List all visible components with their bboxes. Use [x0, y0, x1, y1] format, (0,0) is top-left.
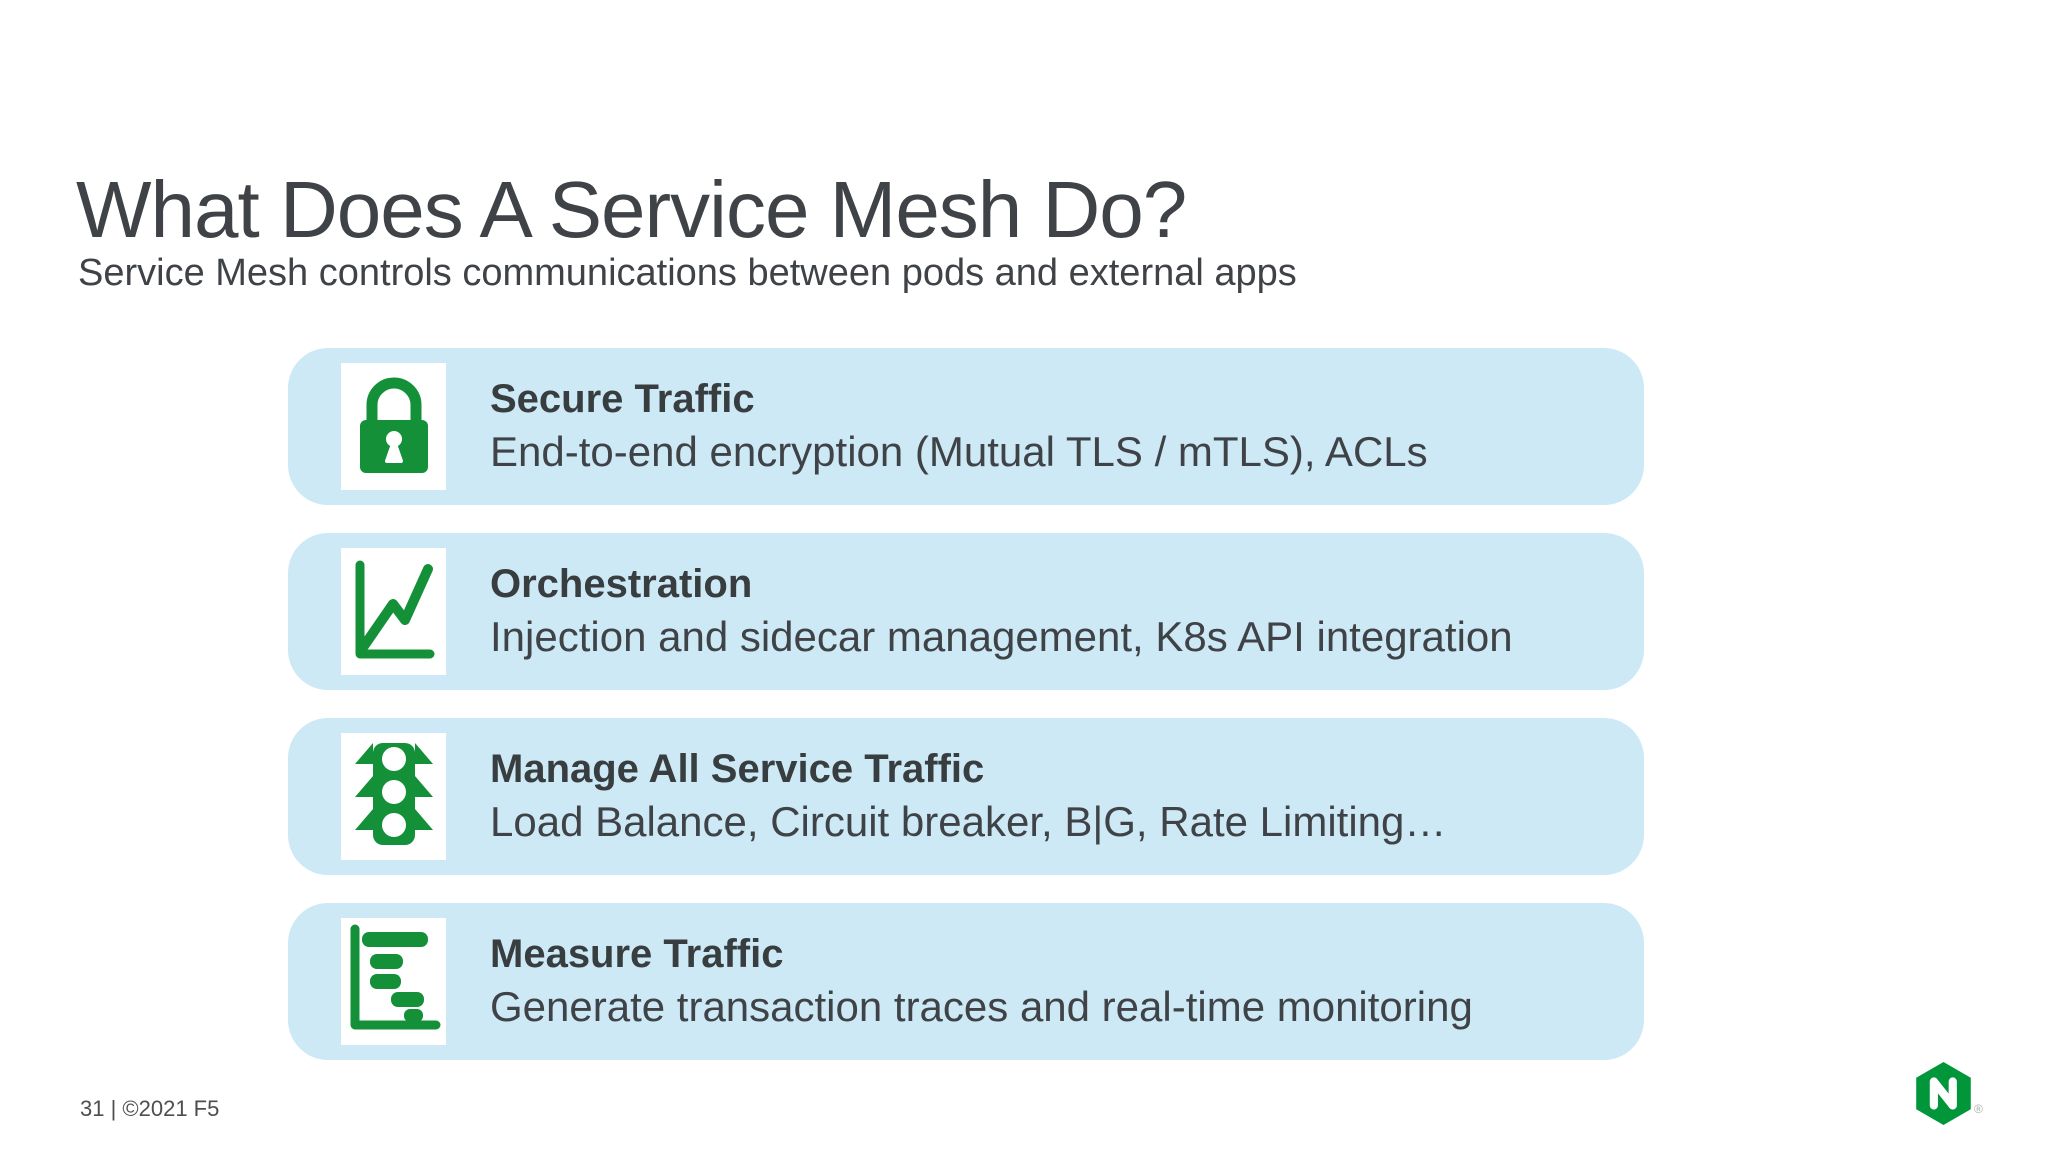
card-description: End-to-end encryption (Mutual TLS / mTLS…	[490, 428, 1428, 476]
icon-box	[341, 733, 446, 860]
card-text: Orchestration Injection and sidecar mana…	[490, 560, 1513, 662]
nginx-hexagon-icon	[1916, 1062, 1971, 1125]
card-secure-traffic: Secure Traffic End-to-end encryption (Mu…	[288, 348, 1644, 505]
card-manage-traffic: Manage All Service Traffic Load Balance,…	[288, 718, 1644, 875]
page-title: What Does A Service Mesh Do?	[76, 164, 1187, 254]
page-subtitle: Service Mesh controls communications bet…	[78, 252, 1297, 294]
nginx-logo: ®	[1916, 1062, 1986, 1126]
card-text: Measure Traffic Generate transaction tra…	[490, 930, 1473, 1032]
card-orchestration: Orchestration Injection and sidecar mana…	[288, 533, 1644, 690]
card-text: Manage All Service Traffic Load Balance,…	[490, 745, 1446, 847]
line-chart-icon	[352, 557, 436, 667]
card-description: Injection and sidecar management, K8s AP…	[490, 613, 1513, 661]
card-title: Measure Traffic	[490, 932, 784, 977]
slide-footer-copyright: 31 | ©2021 F5	[80, 1096, 220, 1121]
icon-box	[341, 363, 446, 490]
icon-box	[341, 918, 446, 1045]
waterfall-chart-icon	[346, 924, 442, 1039]
registered-trademark: ®	[1974, 1102, 1983, 1116]
card-title: Secure Traffic	[490, 377, 755, 422]
card-measure-traffic: Measure Traffic Generate transaction tra…	[288, 903, 1644, 1060]
card-title: Manage All Service Traffic	[490, 747, 985, 792]
card-title: Orchestration	[490, 562, 753, 607]
feature-card-list: Secure Traffic End-to-end encryption (Mu…	[288, 348, 1644, 1060]
card-description: Load Balance, Circuit breaker, B|G, Rate…	[490, 798, 1447, 846]
icon-box	[341, 548, 446, 675]
lock-icon	[354, 372, 434, 482]
card-text: Secure Traffic End-to-end encryption (Mu…	[490, 375, 1428, 477]
traffic-light-icon	[352, 739, 436, 854]
card-description: Generate transaction traces and real-tim…	[490, 983, 1473, 1031]
